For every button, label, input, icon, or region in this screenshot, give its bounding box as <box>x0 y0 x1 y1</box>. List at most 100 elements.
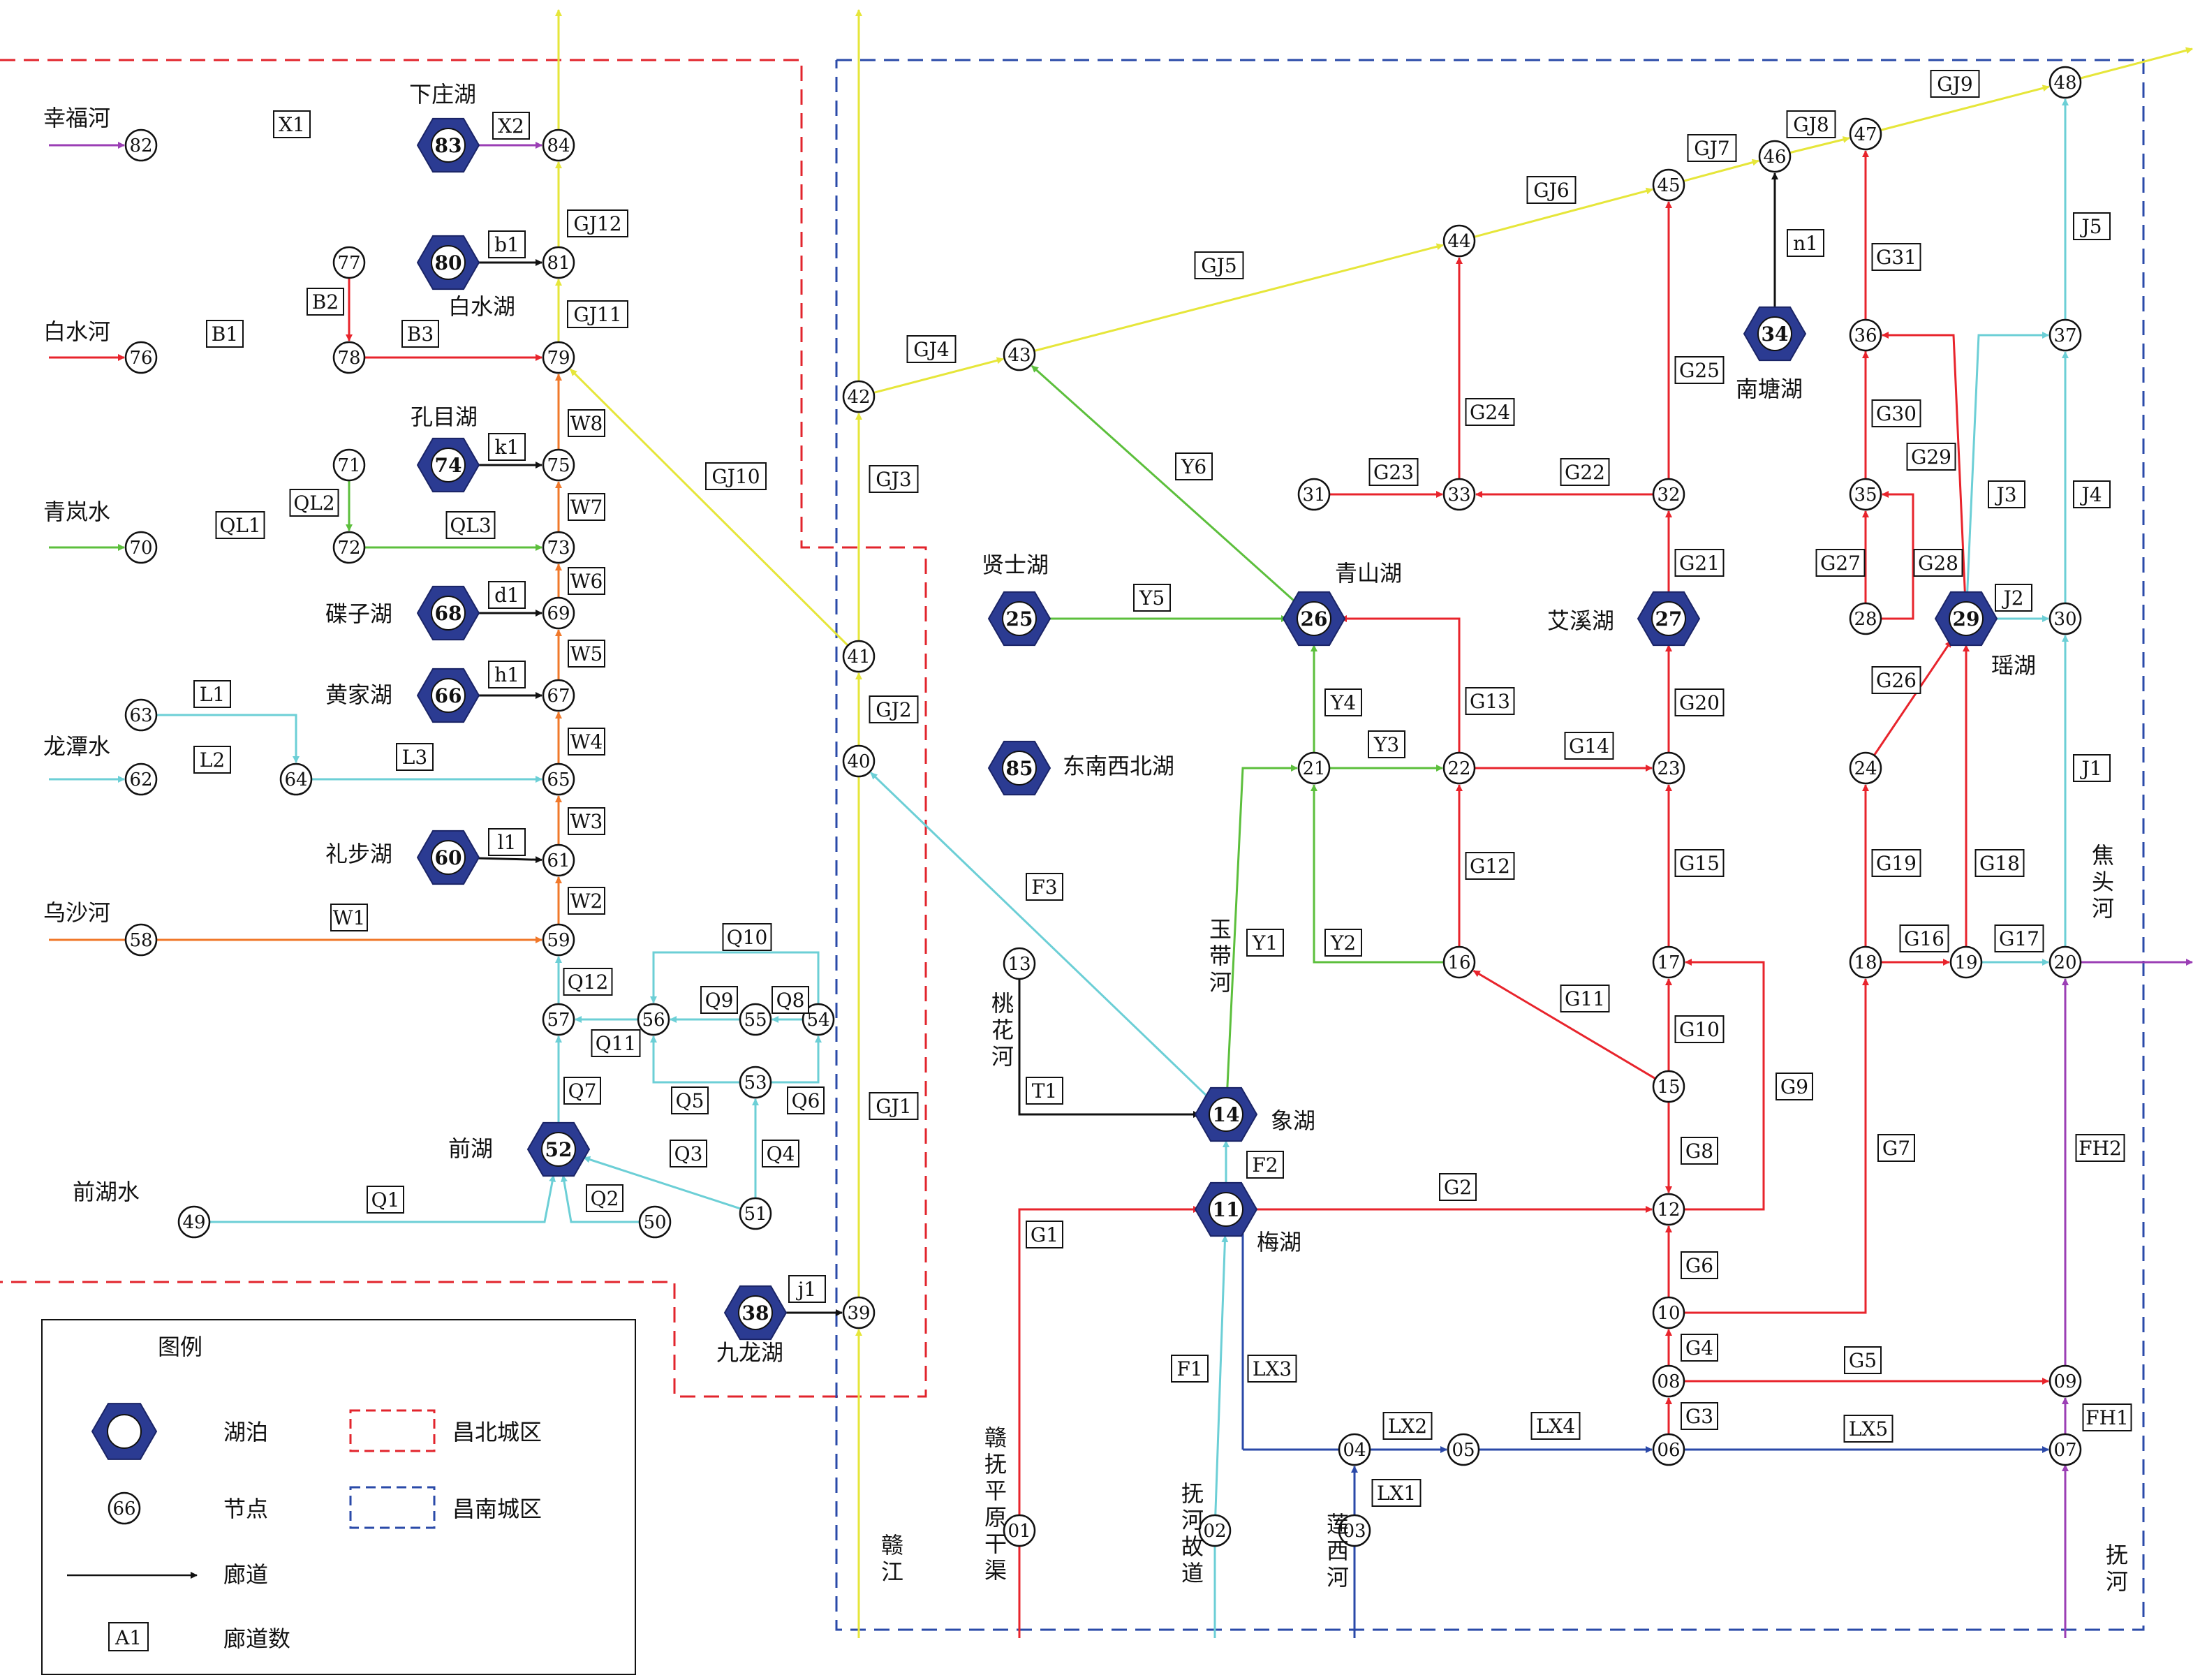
node-62: 62 <box>124 762 158 796</box>
corridor-label-J2: J2 <box>1995 584 2032 612</box>
node-30: 30 <box>2048 602 2082 635</box>
corridor-id: LX4 <box>1536 1415 1575 1438</box>
corridor-label-Y4: Y4 <box>1324 688 1362 716</box>
corridor-id: G8 <box>1685 1140 1713 1163</box>
corridor-id: FH2 <box>2079 1137 2122 1160</box>
corridor-label-GJ12: GJ12 <box>567 209 628 237</box>
name-xingfuhe: 幸福河 <box>43 105 110 131</box>
place-names: 幸福河 下庄湖 白水河 白水湖 孔目湖 青岚水 碟子湖 黄家湖 龙潭水 礼步湖 … <box>43 81 2036 1366</box>
svg-text:11: 11 <box>1213 1198 1240 1221</box>
corridor-label-Q7: Q7 <box>563 1077 601 1105</box>
corridor-id: X2 <box>498 115 524 138</box>
corridor-label-W3: W3 <box>568 807 605 835</box>
node-77: 77 <box>332 246 366 279</box>
corridor-id: G30 <box>1876 402 1917 425</box>
legend-frame <box>41 1319 636 1675</box>
corridor-lines <box>49 9 2193 1638</box>
node-20: 20 <box>2048 945 2082 979</box>
corridor-id: G11 <box>1565 987 1605 1010</box>
legend-corridor-count-label: 廊道数 <box>223 1626 290 1652</box>
svg-text:52: 52 <box>545 1138 573 1161</box>
node-12: 12 <box>1652 1193 1685 1226</box>
corridor-G9 <box>1684 959 1765 1211</box>
name-libuhu: 礼步湖 <box>325 841 392 867</box>
svg-text:39: 39 <box>847 1303 870 1324</box>
corridor-Y6 <box>1031 364 1297 603</box>
svg-text:53: 53 <box>744 1073 767 1093</box>
corridor-id: LX1 <box>1377 1482 1416 1505</box>
corridor-id: T1 <box>1032 1080 1058 1103</box>
corridor-G13 <box>1340 615 1461 753</box>
svg-text:20: 20 <box>2053 952 2076 973</box>
svg-text:23: 23 <box>1657 758 1680 779</box>
corridor-GJ5 <box>1033 243 1444 352</box>
corridor-id: b1 <box>494 233 519 256</box>
corridor-label-W1: W1 <box>330 904 368 931</box>
svg-text:75: 75 <box>547 455 570 476</box>
corridor-label-j1: j1 <box>788 1275 826 1303</box>
name-xianghu: 象湖 <box>1271 1107 1315 1134</box>
corridor-id: Q5 <box>676 1089 704 1112</box>
svg-text:10: 10 <box>1657 1303 1680 1324</box>
corridor-label-F1: F1 <box>1171 1355 1209 1383</box>
node-15: 15 <box>1652 1070 1685 1103</box>
corridor-label-k1: k1 <box>488 433 526 461</box>
corridor-label-F3: F3 <box>1026 873 1063 901</box>
corridor-label-GJ7: GJ7 <box>1687 134 1737 162</box>
node-10: 10 <box>1652 1296 1685 1329</box>
svg-text:46: 46 <box>1763 147 1786 168</box>
node-16: 16 <box>1442 945 1476 979</box>
corridor-id: G4 <box>1685 1336 1713 1360</box>
corridor-G26 <box>1873 640 1953 756</box>
node-76: 76 <box>124 341 158 374</box>
node-35: 35 <box>1849 478 1882 511</box>
lake-83: 83 <box>416 117 480 173</box>
corridor-label-h1: h1 <box>488 661 526 688</box>
corridor-id: Y1 <box>1252 931 1278 955</box>
corridor-label-X2: X2 <box>492 112 530 140</box>
corridor-G28 <box>1881 491 1914 620</box>
corridor-id: GJ3 <box>876 468 911 491</box>
corridor-label-GJ11: GJ11 <box>567 300 628 328</box>
corridor-id: G20 <box>1679 691 1720 714</box>
corridor-label-G11: G11 <box>1560 985 1610 1012</box>
corridor-GJ9 <box>1880 84 2050 131</box>
corridor-id: l1 <box>498 831 517 854</box>
name-meihu: 梅湖 <box>1257 1229 1301 1255</box>
corridor-id: F3 <box>1031 876 1057 899</box>
node-07: 07 <box>2048 1433 2082 1466</box>
corridor-label-LX2: LX2 <box>1382 1412 1433 1440</box>
lake-74: 74 <box>416 437 480 493</box>
corridor-label-GJ3: GJ3 <box>869 465 919 493</box>
node-51: 51 <box>739 1197 772 1230</box>
corridor-label-G17: G17 <box>1994 924 2044 952</box>
lake-38: 38 <box>723 1285 788 1341</box>
corridor-F3 <box>870 772 1209 1098</box>
corridor-label-GJ5: GJ5 <box>1194 251 1244 279</box>
corridor-label-Y1: Y1 <box>1246 929 1284 957</box>
corridor-l1 <box>473 856 543 864</box>
corridor-label-Q4: Q4 <box>762 1140 799 1167</box>
corridor-label-G12: G12 <box>1465 852 1515 880</box>
corridor-id: G22 <box>1565 461 1605 484</box>
corridor-id: G5 <box>1849 1349 1877 1372</box>
corridor-id: G28 <box>1918 552 1958 575</box>
corridor-label-L1: L1 <box>193 680 231 708</box>
corridor-G7 <box>1684 978 1869 1314</box>
svg-text:72: 72 <box>337 538 360 559</box>
corridor-label-GJ6: GJ6 <box>1526 176 1577 204</box>
svg-text:61: 61 <box>547 850 570 871</box>
node-84: 84 <box>542 128 575 162</box>
corridor-id: Q9 <box>705 989 734 1012</box>
node-04: 04 <box>1338 1433 1371 1466</box>
corridor-LX3 <box>1241 1206 1253 1450</box>
corridor-id: G16 <box>1904 927 1944 950</box>
corridor-F1 <box>1214 1235 1229 1516</box>
corridor-label-G31: G31 <box>1871 243 1921 271</box>
svg-text:68: 68 <box>435 602 462 625</box>
corridor-id: G27 <box>1820 552 1861 575</box>
corridor-id: LX2 <box>1388 1415 1427 1438</box>
node-08: 08 <box>1652 1364 1685 1398</box>
corridor-id: LX5 <box>1849 1417 1888 1440</box>
